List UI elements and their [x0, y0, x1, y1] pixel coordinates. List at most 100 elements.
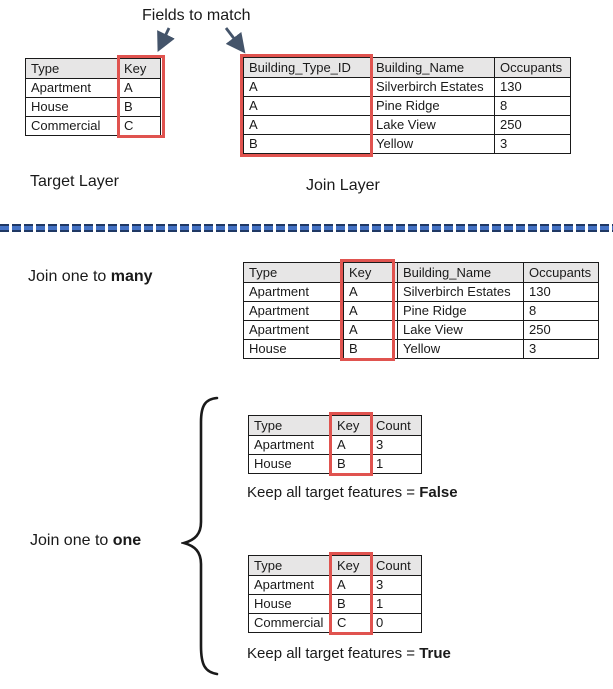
cell: A: [118, 78, 161, 98]
cell: B: [331, 594, 371, 614]
one-to-one-true-table-wrap: Type Key Count Apartment A 3 House B 1 C…: [248, 552, 422, 635]
table-row: A Pine Ridge 8: [243, 96, 571, 116]
one-to-one-false-table: Type Key Count Apartment A 3 House B 1: [248, 415, 422, 474]
table-row: Apartment A 3: [248, 575, 422, 595]
table-row: B Yellow 3: [243, 134, 571, 154]
header-cell: Key: [343, 262, 398, 283]
join-one-to-one-label: Join one to one: [30, 531, 141, 551]
cell: 130: [523, 282, 599, 302]
cell: A: [243, 115, 371, 135]
cell: House: [248, 454, 332, 474]
header-cell: Count: [370, 415, 422, 436]
table-row: House B 1: [248, 594, 422, 614]
table-header-row: Type Key Building_Name Occupants: [243, 262, 599, 283]
header-cell: Key: [331, 555, 371, 576]
cell: Commercial: [248, 613, 332, 633]
cell: Apartment: [243, 282, 344, 302]
cell: B: [118, 97, 161, 117]
table-row: House B 1: [248, 454, 422, 474]
label-text: Join one to: [28, 268, 111, 285]
cell: B: [243, 134, 371, 154]
cell: Yellow: [370, 134, 495, 154]
table-header-row: Building_Type_ID Building_Name Occupants: [243, 57, 571, 78]
one-to-many-table-wrap: Type Key Building_Name Occupants Apartme…: [243, 259, 599, 361]
cell: A: [343, 301, 398, 321]
table-row: A Silverbirch Estates 130: [243, 77, 571, 97]
table-header-row: Type Key Count: [248, 555, 422, 576]
table-row: Commercial C: [25, 116, 161, 136]
cell: C: [331, 613, 371, 633]
cell: A: [331, 575, 371, 595]
fields-to-match-label: Fields to match: [142, 7, 251, 24]
one-to-one-false-table-wrap: Type Key Count Apartment A 3 House B 1: [248, 412, 422, 476]
cell: C: [118, 116, 161, 136]
table-header-row: Type Key: [25, 58, 161, 79]
table-header-row: Type Key Count: [248, 415, 422, 436]
join-table: Building_Type_ID Building_Name Occupants…: [243, 57, 571, 154]
cell: 250: [494, 115, 571, 135]
header-cell: Building_Name: [397, 262, 524, 283]
cell: A: [343, 320, 398, 340]
header-cell: Key: [118, 58, 161, 79]
table-row: Apartment A Silverbirch Estates 130: [243, 282, 599, 302]
header-cell: Building_Type_ID: [243, 57, 371, 78]
header-cell: Occupants: [494, 57, 571, 78]
label-text: Join one to: [30, 532, 113, 549]
join-layer-label: Join Layer: [306, 177, 380, 194]
header-cell: Type: [25, 58, 119, 79]
cell: Lake View: [397, 320, 524, 340]
dashed-divider: [0, 224, 613, 232]
cell: 0: [370, 613, 422, 633]
caption-text: Keep all target features =: [247, 484, 420, 501]
table-row: House B Yellow 3: [243, 339, 599, 359]
match-arrows-icon: [157, 27, 246, 54]
cell: 1: [370, 454, 422, 474]
cell: 3: [523, 339, 599, 359]
cell: House: [243, 339, 344, 359]
target-table: Type Key Apartment A House B Commercial …: [25, 58, 161, 136]
cell: 8: [494, 96, 571, 116]
cell: Silverbirch Estates: [370, 77, 495, 97]
cell: 1: [370, 594, 422, 614]
cell: Apartment: [243, 320, 344, 340]
caption-bold-text: True: [419, 645, 451, 662]
curly-brace-icon: [181, 396, 219, 676]
cell: B: [331, 454, 371, 474]
join-one-to-many-label: Join one to many: [28, 267, 153, 287]
caption-bold-text: False: [419, 484, 458, 501]
cell: 250: [523, 320, 599, 340]
table-row: Apartment A: [25, 78, 161, 98]
caption-text: Keep all target features =: [247, 645, 420, 662]
header-cell: Building_Name: [370, 57, 495, 78]
cell: A: [331, 435, 371, 455]
cell: 3: [370, 435, 422, 455]
join-table-wrap: Building_Type_ID Building_Name Occupants…: [240, 54, 571, 157]
cell: House: [25, 97, 119, 117]
one-to-many-result-table: Type Key Building_Name Occupants Apartme…: [243, 262, 599, 359]
table-row: Apartment A Pine Ridge 8: [243, 301, 599, 321]
cell: 3: [494, 134, 571, 154]
table-row: A Lake View 250: [243, 115, 571, 135]
cell: Apartment: [25, 78, 119, 98]
label-bold-text: many: [110, 268, 153, 285]
keep-false-caption: Keep all target features = False: [247, 483, 458, 502]
header-cell: Type: [248, 555, 332, 576]
cell: A: [343, 282, 398, 302]
cell: Apartment: [248, 435, 332, 455]
cell: 8: [523, 301, 599, 321]
header-cell: Type: [243, 262, 344, 283]
header-cell: Type: [248, 415, 332, 436]
table-row: Apartment A 3: [248, 435, 422, 455]
header-cell: Count: [370, 555, 422, 576]
table-row: Apartment A Lake View 250: [243, 320, 599, 340]
cell: Pine Ridge: [370, 96, 495, 116]
cell: Apartment: [248, 575, 332, 595]
table-row: Commercial C 0: [248, 613, 422, 633]
arrow-down-left-icon: [157, 27, 175, 53]
target-layer-label: Target Layer: [30, 173, 119, 190]
header-cell: Occupants: [523, 262, 599, 283]
cell: Silverbirch Estates: [397, 282, 524, 302]
header-cell: Key: [331, 415, 371, 436]
label-bold-text: one: [112, 532, 142, 549]
